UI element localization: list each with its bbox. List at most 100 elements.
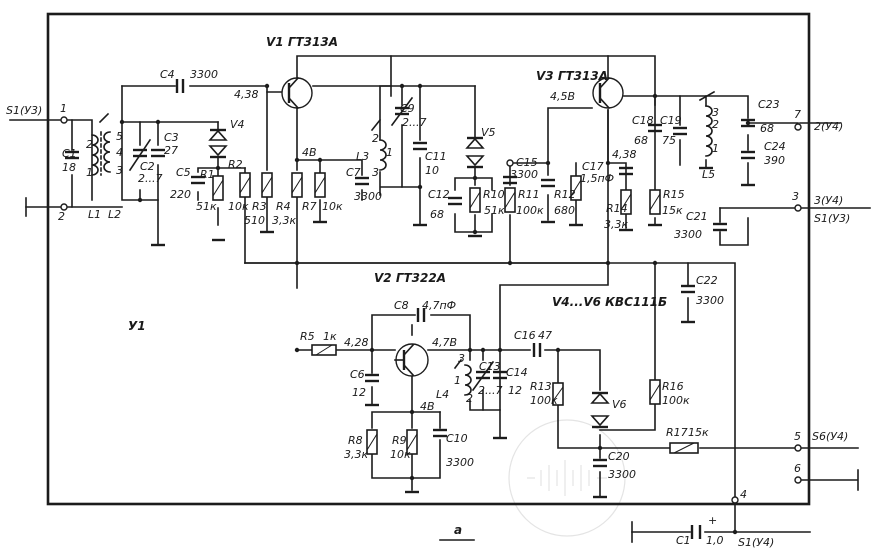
resistor-r10 xyxy=(469,187,481,213)
label-r16: R16 xyxy=(662,380,684,393)
label-l4: L4 xyxy=(436,388,449,401)
external-3-y4: 3(У4) xyxy=(814,194,843,207)
label-c3: C3 xyxy=(164,131,179,144)
label-r15-value: 15к xyxy=(662,204,683,217)
label-c21-value: 3300 xyxy=(674,228,702,241)
label-l3: L3 xyxy=(356,150,369,163)
label-c7-value: 3300 xyxy=(354,190,382,203)
resistor-r5 xyxy=(311,344,337,356)
label-c4: C4 xyxy=(160,68,175,81)
label-c18: C18 xyxy=(632,114,654,127)
label-c6: C6 xyxy=(350,368,365,381)
capacitor-c14 xyxy=(493,370,507,380)
capacitors xyxy=(65,79,755,539)
label-c22-value: 3300 xyxy=(696,294,724,307)
label-c8: C8 xyxy=(394,299,409,312)
label-l1: L1 xyxy=(88,208,101,221)
label-c14-value: 12 xyxy=(508,384,522,397)
diode-v5 xyxy=(465,136,485,169)
label-r3: R3 xyxy=(252,200,267,213)
label-c7: C7 xyxy=(346,166,361,179)
capacitor-c21 xyxy=(713,222,727,232)
resistors xyxy=(212,172,699,455)
capacitor-c18 xyxy=(648,123,662,133)
transistor-v1 xyxy=(281,76,313,110)
pin-5: 5 xyxy=(794,430,801,443)
module-outline xyxy=(46,12,811,506)
label-r5: R5 xyxy=(300,330,315,343)
label-r16-value: 100к xyxy=(662,394,690,407)
label-c19-value: 75 xyxy=(662,134,676,147)
wiring xyxy=(9,55,871,543)
junctions xyxy=(60,83,802,535)
label-r10-value: 51к xyxy=(484,204,505,217)
label-r2: R2 xyxy=(228,158,243,171)
label-r3-value: 510 xyxy=(244,214,265,227)
capacitor-c15b xyxy=(541,178,555,188)
capacitor-c3 xyxy=(151,148,165,158)
label-voltage-4b-a: 4В xyxy=(302,146,317,159)
label-v6: V6 xyxy=(612,398,627,411)
resistor-r11 xyxy=(504,187,516,213)
label-r17-value: 15к xyxy=(688,426,709,439)
label-c20: C20 xyxy=(608,450,630,463)
label-c9-value: 2...7 xyxy=(402,116,427,129)
label-c11: C11 xyxy=(425,150,447,163)
l5-tap-1: 1 xyxy=(712,142,719,155)
ground-bars xyxy=(151,166,755,499)
label-c12: C12 xyxy=(428,188,450,201)
resistor-r9 xyxy=(406,429,418,455)
resistor-r3 xyxy=(261,172,273,198)
watermark xyxy=(508,419,626,537)
label-r17: R17 xyxy=(666,426,688,439)
label-c1-external: C1 xyxy=(676,534,691,547)
capacitor-c5 xyxy=(191,175,205,185)
l4-tap-1: 1 xyxy=(454,374,461,387)
pin-6: 6 xyxy=(794,462,801,475)
capacitor-c2 xyxy=(128,138,152,172)
label-v4: V4 xyxy=(230,118,245,131)
pin-2: 2 xyxy=(58,210,65,223)
label-c10-value: 3300 xyxy=(446,456,474,469)
resistor-r2 xyxy=(239,172,251,198)
resistor-r8 xyxy=(366,429,378,455)
l3-tap-1: 1 xyxy=(386,146,393,159)
label-v1: V1 ГТ313А xyxy=(266,35,338,49)
pin-7: 7 xyxy=(794,108,801,121)
resistor-r14 xyxy=(620,189,632,215)
label-c22: C22 xyxy=(696,274,718,287)
text-labels: V1 ГТ313А V3 ГТ313А V2 ГТ322А V4...V6 КВ… xyxy=(6,35,850,549)
label-c2: C2 xyxy=(140,160,155,173)
label-r9-value: 10к xyxy=(390,448,411,461)
capacitor-c11 xyxy=(413,141,427,151)
varicap-diodes xyxy=(208,128,610,429)
diode-v4 xyxy=(208,128,228,159)
capacitor-c19 xyxy=(673,126,687,136)
label-voltage-4-5: 4,5В xyxy=(550,90,575,103)
label-c8-value: 4,7пФ xyxy=(422,299,456,312)
label-voltage-4-38b: 4,38 xyxy=(612,148,637,161)
label-c3-value: 27 xyxy=(164,144,178,157)
l4-tap-3: 3 xyxy=(458,352,465,365)
label-c15: C15 xyxy=(516,156,538,169)
capacitor-c4 xyxy=(175,79,185,93)
label-l5: L5 xyxy=(702,168,715,181)
diode-v6 xyxy=(590,391,610,429)
capacitor-c20 xyxy=(593,458,607,468)
coil-l2 xyxy=(103,131,111,173)
pin-4: 4 xyxy=(740,488,747,501)
resistor-r17 xyxy=(669,442,699,454)
label-r4: R4 xyxy=(276,200,291,213)
label-r12-value: 680 xyxy=(554,204,575,217)
label-r10: R10 xyxy=(483,188,505,201)
label-r8: R8 xyxy=(348,434,363,447)
label-voltage-4b-b: 4В xyxy=(420,400,435,413)
resistor-r13 xyxy=(552,382,564,406)
label-r14-value: 3,3к xyxy=(604,218,628,231)
capacitor-c1 xyxy=(65,150,79,160)
capacitor-c23 xyxy=(741,118,755,128)
label-r12: R12 xyxy=(554,188,576,201)
label-c1-value: 18 xyxy=(62,161,76,174)
label-v2: V2 ГТ322А xyxy=(374,271,446,285)
